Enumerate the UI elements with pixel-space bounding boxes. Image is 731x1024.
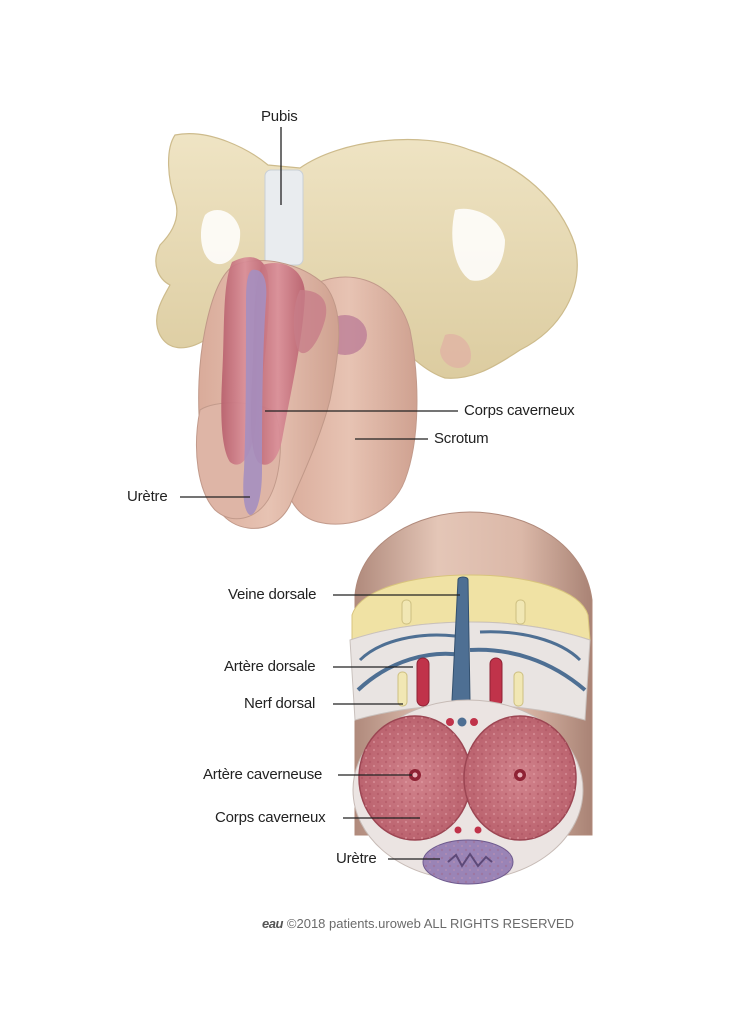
pubic-symphysis [264, 169, 304, 266]
label-scrotum: Scrotum [434, 430, 489, 447]
corpora-cavernosa-cross [358, 715, 577, 841]
urethra-cross [422, 839, 514, 885]
copyright-text: ©2018 patients.uroweb ALL RIGHTS RESERVE… [286, 916, 574, 931]
leader-lines-top [180, 127, 458, 498]
label-artere-dorsale: Artère dorsale [224, 658, 316, 675]
leader-lines-bottom [333, 594, 460, 860]
urethra-top [243, 269, 267, 515]
label-uretre-bottom: Urètre [336, 850, 377, 867]
label-veine-dorsale: Veine dorsale [228, 586, 317, 603]
eau-logo: eau [262, 916, 283, 931]
label-corps-caverneux-top: Corps caverneux [464, 402, 575, 419]
copyright-footer: eau©2018 patients.uroweb ALL RIGHTS RESE… [262, 916, 574, 931]
label-pubis: Pubis [261, 108, 298, 125]
pelvis-bone [155, 133, 578, 379]
label-uretre-top: Urètre [127, 488, 168, 505]
label-nerf-dorsal: Nerf dorsal [244, 695, 316, 712]
label-artere-caverneuse: Artère caverneuse [203, 766, 323, 783]
label-corps-caverneux-bottom: Corps caverneux [215, 809, 326, 826]
